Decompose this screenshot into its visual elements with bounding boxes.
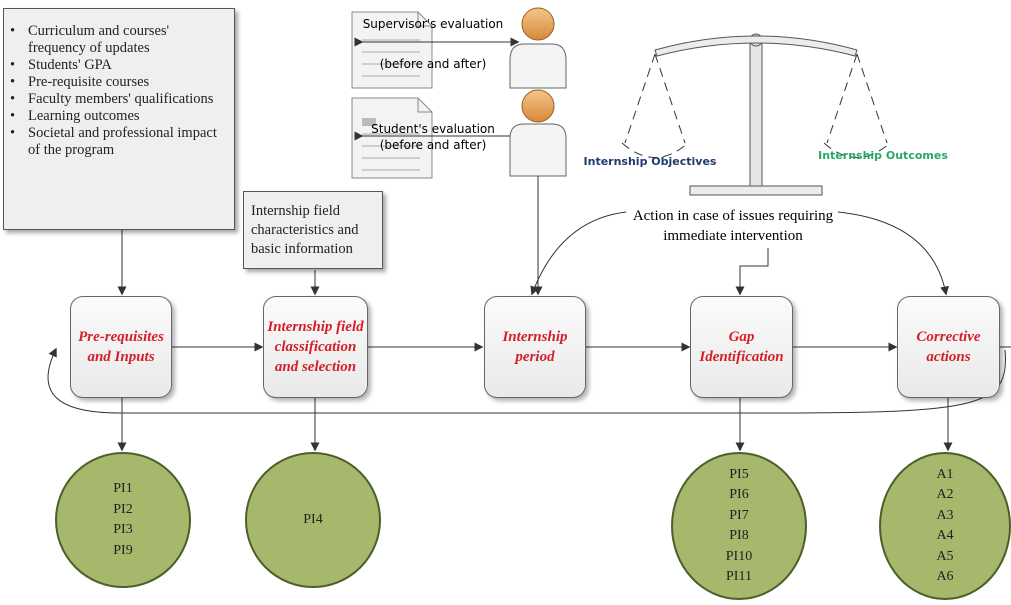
indicators-circle-prerequisites: PI1 PI2 PI3 PI9 xyxy=(55,452,191,588)
step-prerequisites-inputs: Pre-requisites and Inputs xyxy=(70,296,172,398)
step-gap-identification: Gap Identification xyxy=(690,296,793,398)
action-to-period-arrow xyxy=(530,211,627,296)
indicators-circle-field: PI4 xyxy=(245,452,381,588)
list-item: Curriculum and courses' frequency of upd… xyxy=(10,23,228,57)
supervisor-eval-line1: Supervisor's evaluation xyxy=(363,17,504,31)
indicator-label: PI7 xyxy=(729,507,749,523)
indicator-label: PI9 xyxy=(113,542,133,558)
step-corrective-actions: Corrective actions xyxy=(897,296,1000,398)
balance-scale-icon xyxy=(621,33,891,196)
step-field-classification: Internship field classification and sele… xyxy=(263,296,368,398)
action-to-gap-arrow xyxy=(735,248,769,296)
indicator-label: A1 xyxy=(936,466,954,482)
indicator-list: PI1 PI2 PI3 PI9 xyxy=(113,479,132,561)
indicators-circle-corrective: A1 A2 A3 A4 A5 A6 xyxy=(879,452,1011,600)
indicator-list: PI5 PI6 PI7 PI8 PI10 PI11 xyxy=(726,465,752,588)
inputs-note: Curriculum and courses' frequency of upd… xyxy=(3,8,235,230)
indicators-circle-gap: PI5 PI6 PI7 PI8 PI10 PI11 xyxy=(671,452,807,600)
indicator-label: A3 xyxy=(936,507,954,523)
supervisor-person-icon xyxy=(509,7,567,89)
list-item: Pre-requisite courses xyxy=(10,74,228,91)
student-person-icon xyxy=(509,89,567,177)
indicator-label: PI6 xyxy=(729,487,749,502)
indicator-list: PI4 xyxy=(303,510,322,531)
indicator-label: PI1 xyxy=(113,481,133,496)
indicator-list: A1 A2 A3 A4 A5 A6 xyxy=(936,465,953,588)
action-note-line1: Action in case of issues requiring xyxy=(633,208,834,224)
indicator-label: PI11 xyxy=(726,569,752,584)
internship-outcomes-label: Internship Outcomes xyxy=(818,149,948,162)
indicator-label: A2 xyxy=(936,487,954,502)
inputs-list: Curriculum and courses' frequency of upd… xyxy=(4,9,234,165)
indicator-label: PI5 xyxy=(729,466,749,482)
indicator-label: PI4 xyxy=(303,511,323,527)
indicator-label: A4 xyxy=(936,528,954,543)
indicator-label: PI2 xyxy=(113,501,133,517)
indicator-label: PI10 xyxy=(725,548,753,564)
action-to-corrective-arrow xyxy=(837,211,949,296)
indicator-label: PI8 xyxy=(729,528,749,543)
field-info-note: Internship field characteristics and bas… xyxy=(243,191,383,269)
indicator-label: PI3 xyxy=(113,522,133,537)
list-item: Faculty members' qualifications xyxy=(10,91,228,108)
list-item: Students' GPA xyxy=(10,57,228,74)
student-eval-line1: Student's evaluation xyxy=(371,122,495,136)
supervisor-eval-line2: (before and after) xyxy=(380,57,487,71)
list-item: Societal and professional impact of the … xyxy=(10,125,228,159)
list-item: Learning outcomes xyxy=(10,108,228,125)
indicator-label: A6 xyxy=(936,569,954,584)
internship-objectives-label: Internship Objectives xyxy=(584,155,717,168)
student-eval-line2: (before and after) xyxy=(380,138,487,152)
action-note-line2: immediate intervention xyxy=(663,228,803,244)
indicator-label: A5 xyxy=(936,548,954,564)
step-internship-period: Internship period xyxy=(484,296,586,398)
